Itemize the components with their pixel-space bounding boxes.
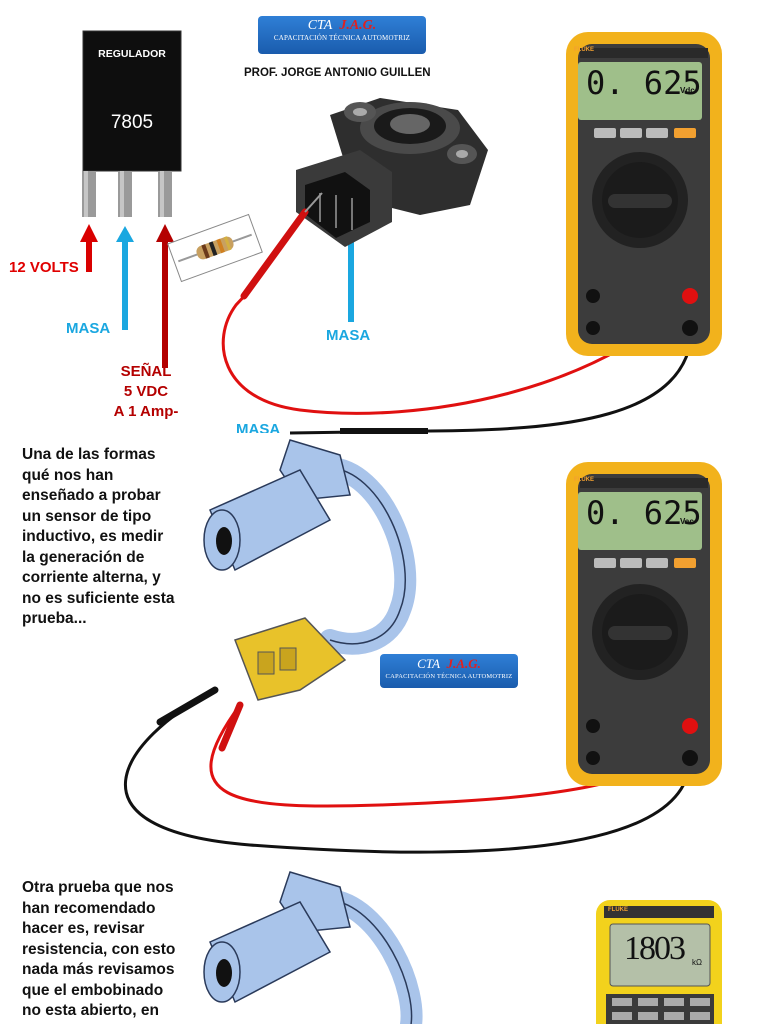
paragraph2-line: hacer es, revisar <box>22 920 145 937</box>
cta-logo-top: CTA J.A.G. CAPACITACIÓN TÉCNICA AUTOMOTR… <box>258 16 426 54</box>
senal-line-1: SEÑAL <box>120 363 172 380</box>
label-masa-sensor: MASA <box>326 327 371 344</box>
paragraph2-line: Otra prueba que nos <box>22 879 174 896</box>
logo-jag: J.A.G. <box>446 656 481 671</box>
arrow-masa-regulator <box>116 226 134 330</box>
red-probe-top <box>240 208 309 300</box>
paragraph-inductive-test: Una de las formas qué nos han enseñado a… <box>22 445 222 630</box>
meter3-brand: FLUKE <box>608 907 628 913</box>
meter2-brand: FLUKE <box>574 477 594 483</box>
logo-jag: J.A.G. <box>339 18 377 33</box>
regulator-label: REGULADOR <box>98 48 166 60</box>
red-wire-top <box>221 288 692 415</box>
label-masa-wire: MASA <box>236 421 281 433</box>
author-name: PROF. JORGE ANTONIO GUILLEN <box>244 67 431 79</box>
tps-sensor <box>296 98 488 247</box>
meter2-unit: Vac <box>680 517 694 526</box>
logo-subtitle: CAPACITACIÓN TÉCNICA AUTOMOTRIZ <box>385 673 513 680</box>
black-wire-middle <box>123 688 692 854</box>
inductive-sensor-1 <box>203 439 417 701</box>
meter1-reading: 0. 625 <box>586 64 702 102</box>
paragraph1-line: enseñado a probar <box>22 487 161 504</box>
paragraph1-line: corriente alterna, y <box>22 569 161 586</box>
meter3-reading: 1803 <box>624 930 686 967</box>
logo-cta: CTA <box>307 18 333 33</box>
senal-line-3: A 1 Amp- <box>113 403 179 420</box>
paragraph1-line: qué nos han <box>22 466 114 484</box>
paragraph2-line: nada más revisamos <box>22 961 175 978</box>
multimeter-2 <box>566 462 722 786</box>
senal-line-2: 5 VDC <box>123 383 169 400</box>
multimeter-1 <box>566 32 722 356</box>
logo-subtitle: CAPACITACIÓN TÉCNICA AUTOMOTRIZ <box>273 34 411 42</box>
paragraph1-line: la generación de <box>22 548 145 566</box>
black-wire-top <box>289 327 694 435</box>
paragraph1-line: prueba... <box>22 610 87 627</box>
arrow-12v <box>80 224 98 272</box>
arrow-senal <box>156 224 174 368</box>
inductive-sensor-2 <box>203 871 423 1024</box>
paragraph2-line: no esta abierto, en <box>22 1002 159 1019</box>
multimeter-3 <box>596 900 722 1024</box>
regulator-part-number: 7805 <box>110 112 154 133</box>
logo-cta: CTA <box>417 656 441 671</box>
paragraph2-line: resistencia, con esto <box>22 940 176 958</box>
paragraph1-line: inductivo, es medir <box>22 528 164 545</box>
regulator-7805 <box>82 30 182 217</box>
resistor <box>167 213 263 283</box>
meter3-unit: kΩ <box>692 958 702 967</box>
meter2-reading: 0. 625 <box>586 494 702 532</box>
cta-logo-middle: CTA J.A.G. CAPACITACIÓN TÉCNICA AUTOMOTR… <box>380 654 518 688</box>
meter1-brand: FLUKE <box>574 47 594 53</box>
label-senal: SEÑAL 5 VDC A 1 Amp- <box>86 362 206 422</box>
paragraph2-line: que el embobinado <box>22 981 164 999</box>
paragraph-resistance-test: Otra prueba que nos han recomendado hace… <box>22 878 222 1024</box>
paragraph1-line: no es suficiente esta <box>22 589 175 607</box>
paragraph1-line: un sensor de tipo <box>22 507 152 525</box>
meter1-unit: Vdc <box>680 86 695 95</box>
label-12-volts: 12 VOLTS <box>9 259 79 276</box>
paragraph1-line: Una de las formas <box>22 446 156 463</box>
label-masa-regulator: MASA <box>66 320 111 337</box>
paragraph2-line: han recomendado <box>22 899 156 917</box>
